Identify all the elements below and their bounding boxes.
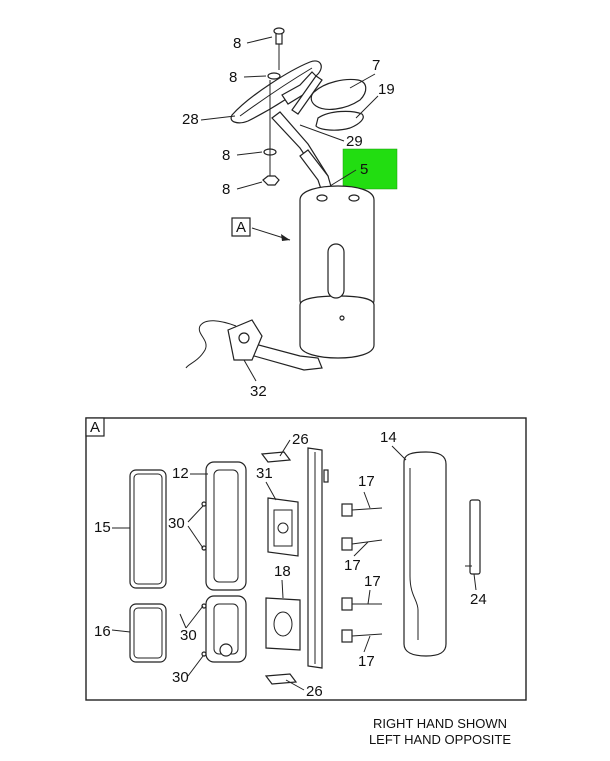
detail-leader-lines [111,439,477,691]
top-callouts: 8 8 8 8 7 19 28 29 5 32 [182,35,395,400]
callout-8-c: 8 [222,147,230,164]
callout-31: 31 [256,465,273,482]
callout-19: 19 [378,81,395,98]
callout-26-a: 26 [292,431,309,448]
callout-26-b: 26 [306,683,323,700]
detail-parts [129,447,481,685]
callout-32: 32 [250,383,267,400]
callout-30-a: 30 [168,515,185,532]
callout-18: 18 [274,563,291,580]
top-leader-lines [200,36,379,382]
callout-30-b: 30 [180,627,197,644]
detail-view-a-frame [85,417,527,701]
callout-12: 12 [172,465,189,482]
view-a-tag-label: A [236,219,246,236]
callout-5: 5 [360,161,368,178]
detail-view-a-tag [85,417,105,437]
callout-17-a: 17 [358,473,375,490]
callout-16: 16 [94,623,111,640]
detail-view-a-tag-label: A [90,419,100,436]
note-right-hand-shown: RIGHT HAND SHOWN [372,716,508,731]
view-a-tag [231,217,251,237]
callout-29: 29 [346,133,363,150]
mirror-bracket-assembly [230,27,367,193]
callout-30-c: 30 [172,669,189,686]
callout-8-a: 8 [233,35,241,52]
callout-17-c: 17 [364,573,381,590]
callout-8-d: 8 [222,181,230,198]
callout-7: 7 [372,57,380,74]
detail-callouts: 26 26 14 12 31 15 30 30 30 17 17 17 17 1… [94,429,487,700]
main-mirror-head [299,185,375,359]
lower-mount-arm [185,319,323,371]
callout-15: 15 [94,519,111,536]
callout-8-b: 8 [229,69,237,86]
callout-24: 24 [470,591,487,608]
note-left-hand-opposite: LEFT HAND OPPOSITE [368,732,512,747]
callout-17-d: 17 [358,653,375,670]
callout-17-b: 17 [344,557,361,574]
highlight-part-5[interactable] [342,148,398,190]
callout-14: 14 [380,429,397,446]
callout-28: 28 [182,111,199,128]
